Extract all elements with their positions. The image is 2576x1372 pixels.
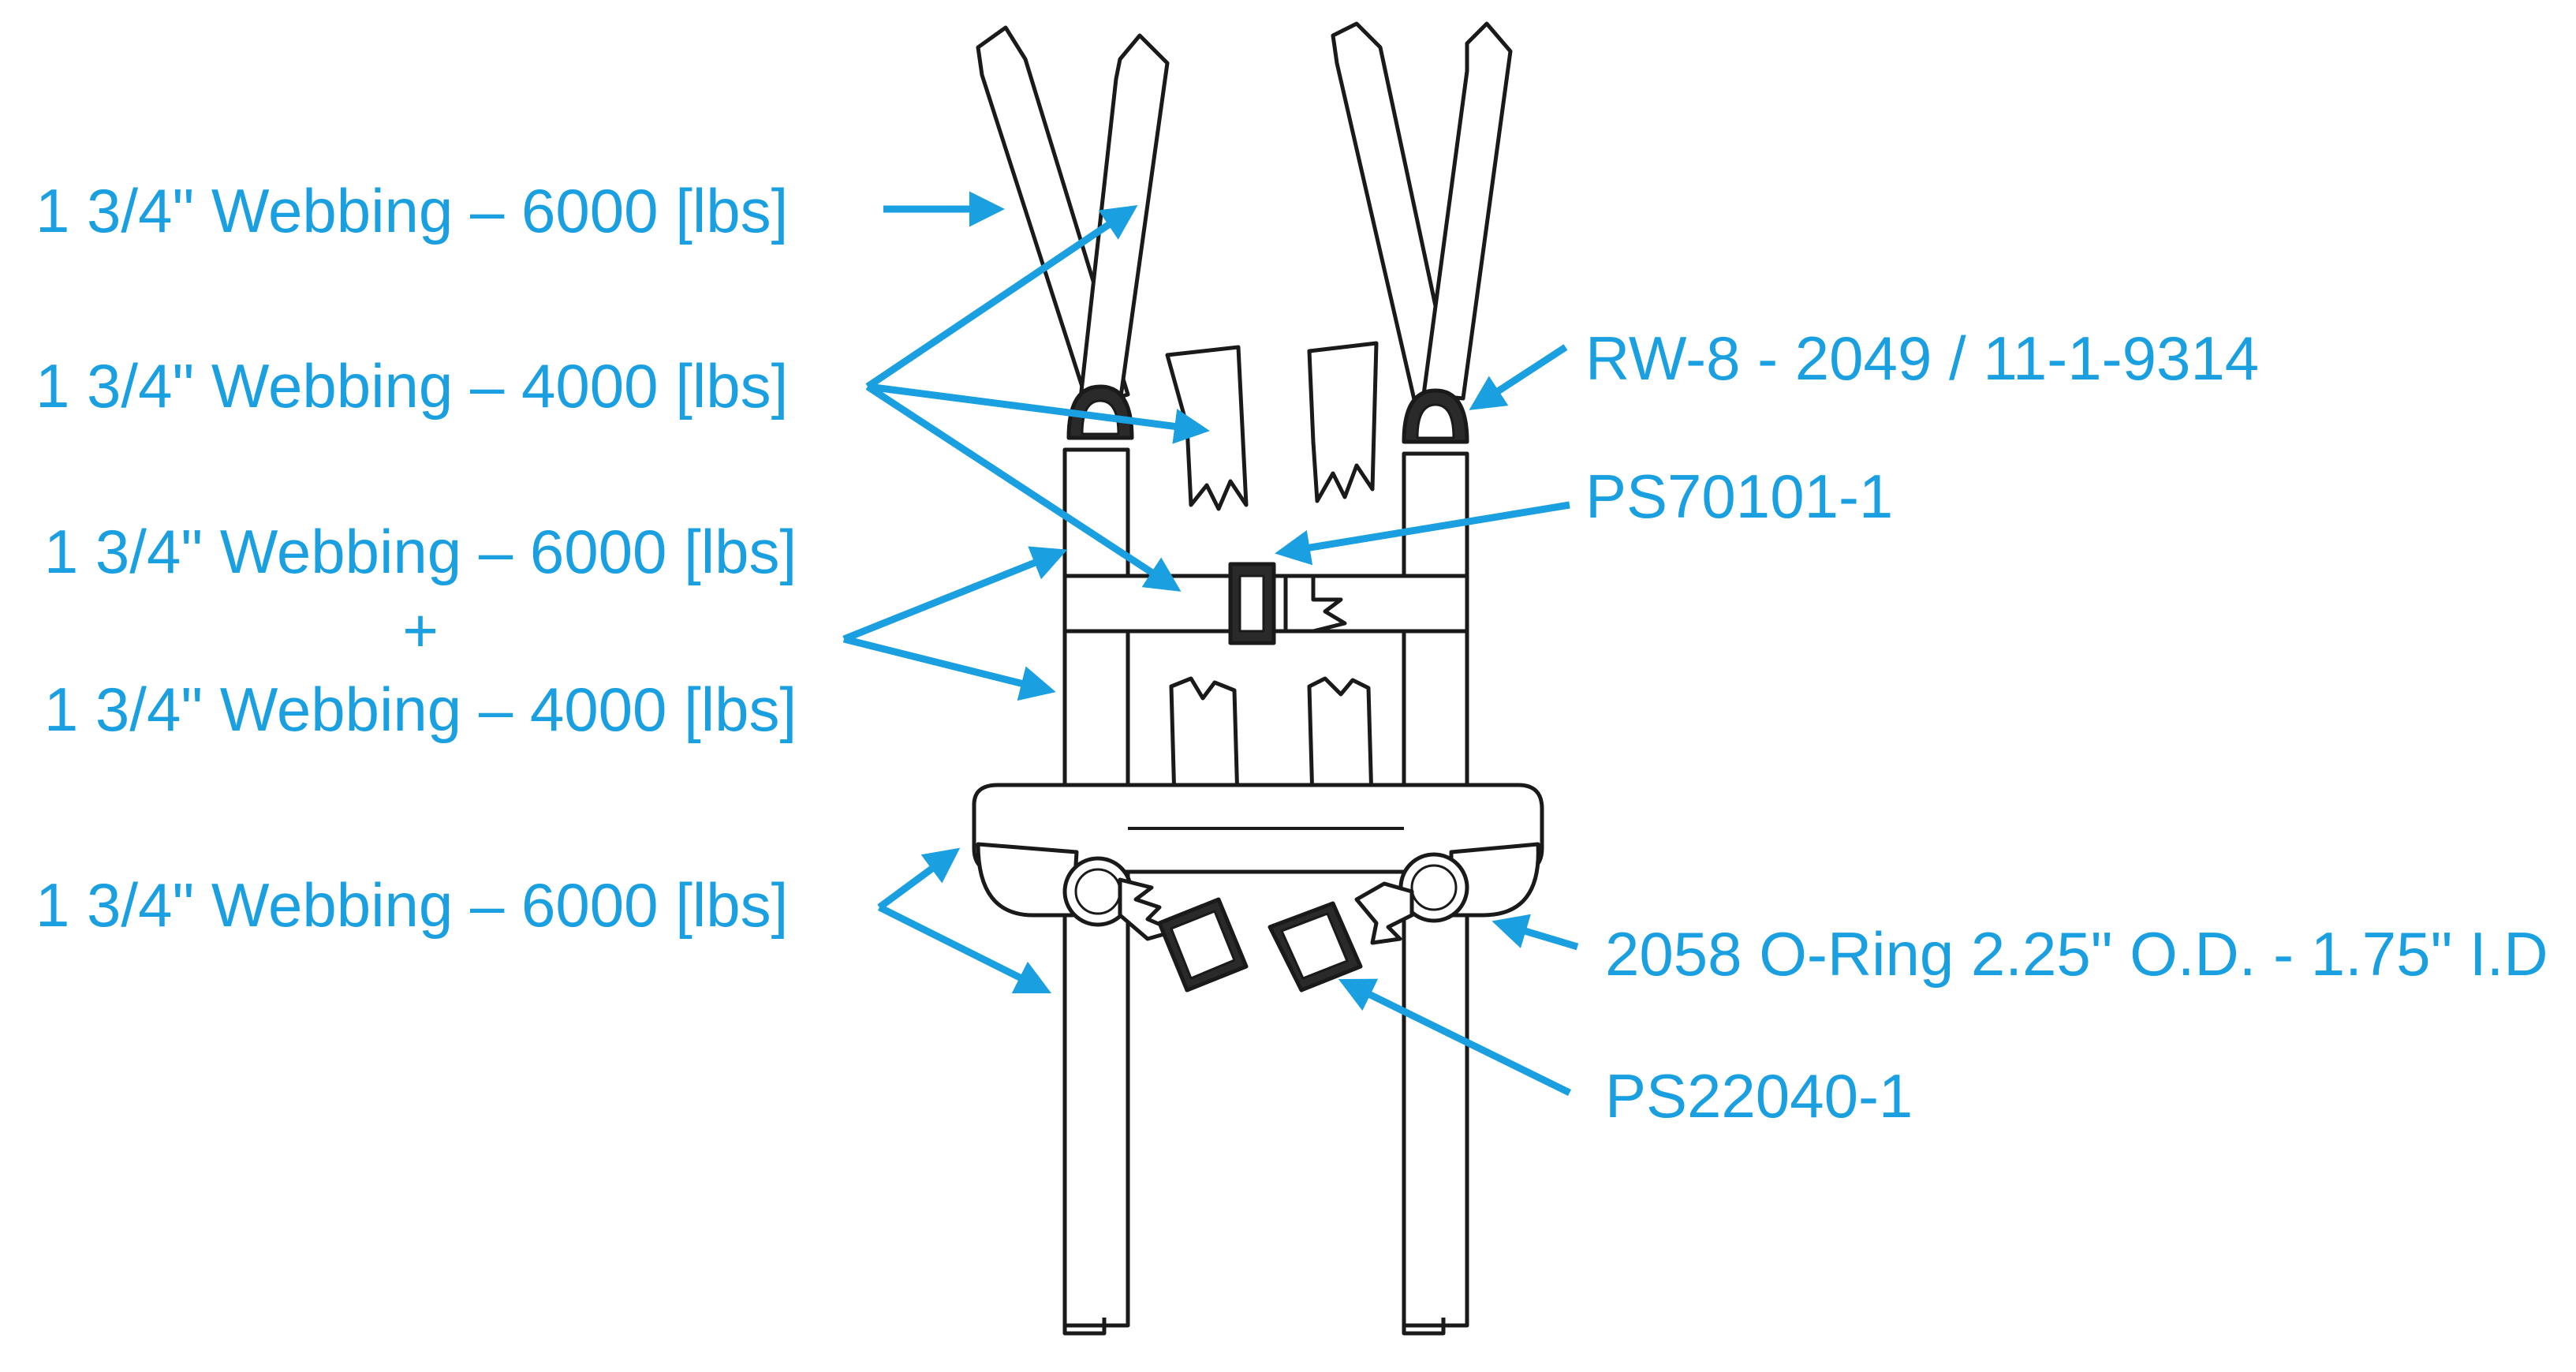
label-combined-webbing: 1 3/4" Webbing – 6000 [lbs] + 1 3/4" Web… (22, 521, 819, 740)
label-ps70101: PS70101-1 (1585, 462, 1894, 531)
label-oring: 2058 O-Ring 2.25" O.D. - 1.75" I.D (1605, 919, 2548, 989)
arrow-oring (1491, 914, 1579, 951)
label-combined-line2: 1 3/4" Webbing – 4000 [lbs] (43, 675, 797, 744)
label-webbing-4000: 1 3/4" Webbing – 4000 [lbs] (35, 351, 789, 421)
label-webbing-bottom-6000: 1 3/4" Webbing – 6000 [lbs] (35, 870, 789, 940)
chest-buckle-tongue (1283, 574, 1347, 634)
label-webbing-top-6000: 1 3/4" Webbing – 6000 [lbs] (35, 176, 789, 245)
arrow-combined-b (842, 635, 1056, 701)
arrow-rw8 (1469, 344, 1568, 410)
right-torn-strap (1307, 341, 1379, 503)
arrow-webbing-4000-c (865, 383, 1182, 592)
callout-arrows (842, 191, 1579, 1097)
right-lap-pad (1449, 842, 1540, 918)
label-combined-line1: 1 3/4" Webbing – 6000 [lbs] (43, 517, 797, 586)
arrow-ps22040 (1338, 978, 1571, 1097)
arrow-combined-a (842, 546, 1068, 643)
label-ps22040: PS22040-1 (1605, 1061, 1913, 1131)
label-rw8: RW-8 - 2049 / 11-1-9314 (1585, 323, 2260, 393)
left-leg-strap-end (1062, 1310, 1107, 1336)
right-leg-strap-end (1402, 1310, 1446, 1336)
right-shoulder-strap-outer (1421, 21, 1513, 401)
arrow-webbing-bottom-6000-b (877, 903, 1052, 994)
harness-line-art (972, 21, 1544, 1336)
arrow-webbing-4000-b (867, 383, 1210, 444)
left-lap-pad (976, 842, 1079, 918)
left-shoulder-strap-inner (1078, 33, 1170, 405)
arrow-webbing-4000-a (865, 204, 1138, 390)
label-combined-plus: + (402, 596, 439, 665)
arrow-webbing-bottom-6000-a (877, 847, 961, 910)
arrow-ps70101 (1275, 501, 1570, 566)
left-lap-tongue (1118, 877, 1178, 941)
right-lap-tongue (1354, 881, 1414, 945)
